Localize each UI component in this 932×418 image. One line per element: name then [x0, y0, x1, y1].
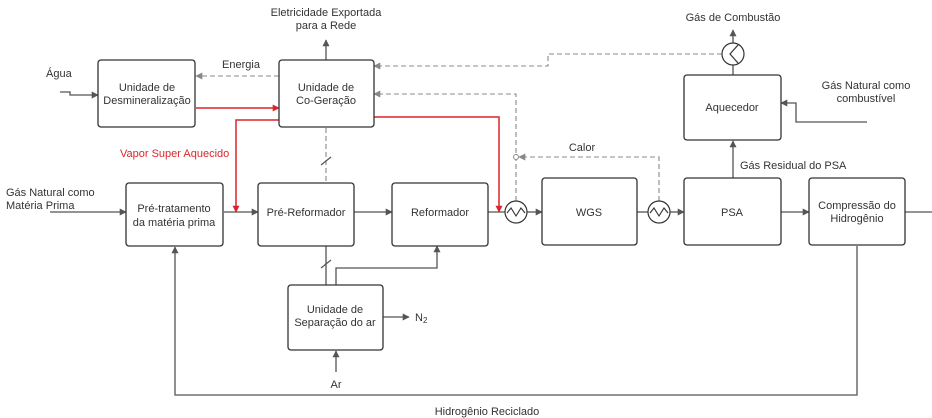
pretratamento-label-1: Pré-tratamento	[137, 203, 210, 215]
calor-junction	[513, 154, 519, 160]
vapor-label: Vapor Super Aquecido	[120, 148, 229, 160]
ar-label: Ar	[331, 379, 342, 391]
wgs-label: WGS	[576, 207, 602, 219]
reformador-label: Reformador	[411, 207, 469, 219]
gas-natural-mp-label-1: Gás Natural como	[6, 187, 95, 199]
gas-combustao-label: Gás de Combustão	[686, 12, 781, 24]
flue-gas-exchanger-icon	[721, 42, 745, 66]
block-psa: PSA	[683, 177, 782, 246]
psa-label: PSA	[721, 207, 744, 219]
break-mark-bottom	[320, 259, 332, 269]
agua-flow-arrow	[60, 91, 99, 99]
energia-label: Energia	[222, 59, 261, 71]
eletricidade-label-1: Eletricidade Exportada	[271, 7, 383, 19]
block-pretratamento: Pré-tratamento da matéria prima	[125, 182, 224, 247]
eletricidade-label-2: para a Rede	[296, 20, 357, 32]
aquecedor-label: Aquecedor	[705, 102, 759, 114]
cogeracao-label-1: Unidade de	[298, 82, 354, 94]
desmineralizacao-label-1: Unidade de	[119, 82, 175, 94]
block-reformador: Reformador	[391, 182, 489, 247]
hydrogen-recycle-arrow	[171, 246, 858, 396]
gas-residual-label: Gás Residual do PSA	[740, 160, 847, 172]
steam-to-reformer-arrow	[374, 116, 503, 213]
break-mark-top	[320, 156, 332, 166]
block-cogeracao: Unidade de Co-Geração	[278, 59, 375, 128]
gas-natural-comb-label-2: combustível	[837, 93, 896, 105]
compressao-label-1: Compressão do	[818, 200, 896, 212]
block-desmineralizacao: Unidade de Desmineralização	[97, 59, 196, 128]
separacao-label-2: Separação do ar	[294, 317, 376, 329]
block-separacao: Unidade de Separação do ar	[287, 284, 384, 351]
n2-label-base: N	[415, 312, 423, 324]
n2-label: N2	[415, 312, 428, 325]
desmineralizacao-label-2: Desmineralização	[103, 95, 190, 107]
hx1-heat-dashed-arrow	[373, 90, 517, 201]
agua-label: Água	[46, 67, 73, 80]
gas-natural-mp-label-2: Matéria Prima	[6, 200, 75, 212]
flue-heat-dashed-arrow	[373, 53, 722, 70]
hidrogenio-reciclado-label: Hidrogênio Reciclado	[435, 406, 540, 418]
steam-to-prereformer-arrow	[232, 119, 279, 213]
compressao-label-2: Hidrogênio	[830, 213, 883, 225]
fuel-gas-arrow	[780, 99, 867, 123]
separacao-label-1: Unidade de	[307, 304, 363, 316]
heat-exchanger-1-icon	[504, 200, 528, 224]
n2-label-sub: 2	[423, 316, 428, 325]
calor-label: Calor	[569, 142, 596, 154]
heat-exchanger-2-icon	[647, 200, 671, 224]
block-compressao: Compressão do Hidrogênio	[808, 177, 906, 246]
asu-to-reformer-arrow	[335, 245, 441, 285]
prereformador-label: Pré-Reformador	[267, 207, 346, 219]
cogeracao-label-2: Co-Geração	[296, 95, 356, 107]
calor-dashed-arrow	[518, 153, 660, 201]
block-prereformador: Pré-Reformador	[257, 182, 355, 247]
gas-natural-comb-label-1: Gás Natural como	[822, 80, 911, 92]
block-aquecedor: Aquecedor	[683, 74, 782, 141]
block-wgs: WGS	[541, 177, 638, 246]
pretratamento-label-2: da matéria prima	[133, 217, 216, 229]
